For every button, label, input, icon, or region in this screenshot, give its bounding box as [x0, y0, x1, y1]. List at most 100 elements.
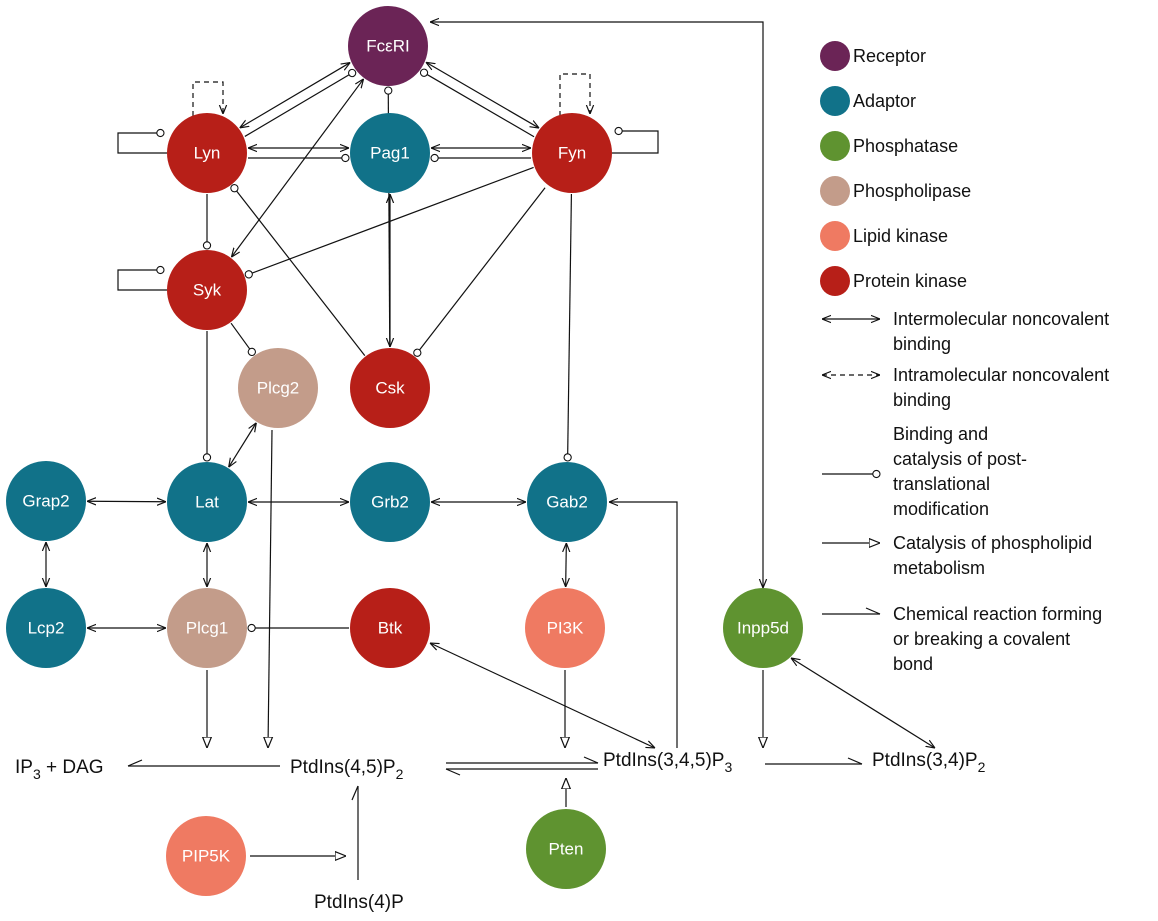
node-circle: [167, 462, 247, 542]
metabolite-ip3dag: IP3 + DAG: [15, 757, 104, 783]
legend-swatch: [820, 131, 850, 161]
legend-item-phosphatase: Phosphatase: [820, 131, 958, 161]
node-circle: [167, 113, 247, 193]
node-circle: [348, 6, 428, 86]
legend-edge-label: or breaking a covalent: [893, 629, 1070, 649]
legend-label: Receptor: [853, 46, 926, 66]
intramolecular-lyn: [192, 81, 223, 116]
node-label: Gab2: [546, 493, 588, 512]
node-circle: [525, 588, 605, 668]
node-circle: [526, 809, 606, 889]
legend-edge-label: modification: [893, 499, 989, 519]
legend-edge-label: Catalysis of phospholipid: [893, 533, 1092, 553]
legend-edge-label: Intermolecular noncovalent: [893, 309, 1109, 329]
metabolite-subscript: 2: [978, 759, 986, 775]
legend-label: Protein kinase: [853, 271, 967, 291]
self-loop-lyn: [117, 128, 167, 154]
self-loop-fyn: [612, 126, 659, 154]
node-circle: [350, 462, 430, 542]
intramolecular-fyn: [559, 73, 590, 116]
edge-btk-pip3: [430, 643, 655, 748]
node-pten: Pten: [526, 809, 606, 889]
node-circle: [532, 113, 612, 193]
edge-inpp5d-fceri: [430, 22, 763, 588]
edge-csk-lyn: [230, 184, 366, 357]
metabolite-pip3: PtdIns(3,4,5)P3: [603, 750, 732, 776]
node-circle: [167, 250, 247, 330]
legend-label: Phospholipase: [853, 181, 971, 201]
node-label: Plcg2: [257, 379, 300, 398]
metabolite-subscript: 3: [33, 766, 41, 782]
legend-edge-label: Chemical reaction forming: [893, 604, 1102, 624]
node-label: Pag1: [370, 144, 410, 163]
reaction-pip3-pip2-head: [445, 768, 461, 776]
node-circle: [166, 816, 246, 896]
legend-label: Adaptor: [853, 91, 916, 111]
node-label: Lcp2: [28, 619, 65, 638]
node-inpp5d: Inpp5d: [723, 588, 803, 668]
reaction-pip2-ip3dag-head: [127, 759, 143, 767]
node-gab2: Gab2: [527, 462, 607, 542]
node-circle: [238, 348, 318, 428]
edge-syk-fceri: [231, 79, 363, 257]
legend-edge-label: binding: [893, 334, 951, 354]
metabolite-text-suffix: + DAG: [41, 757, 104, 778]
legend-swatch: [820, 266, 850, 296]
legend: ReceptorAdaptorPhosphatasePhospholipaseL…: [820, 41, 1109, 674]
legend-edge-double-arrow: Intermolecular noncovalent binding: [822, 309, 1109, 354]
edges-layer: [46, 22, 935, 880]
node-circle: [350, 113, 430, 193]
legend-edge-label: bond: [893, 654, 933, 674]
node-label: FcεRI: [366, 37, 409, 56]
metabolite-subscript: 2: [396, 766, 404, 782]
reaction-pip3-pip2-34-head: [847, 757, 863, 765]
node-label: Pten: [549, 840, 584, 859]
node-syk: Syk: [167, 250, 247, 330]
legend-swatch: [820, 176, 850, 206]
edge-syk-plcg2: [230, 322, 256, 357]
node-lyn: Lyn: [167, 113, 247, 193]
legend-edge-half-arrow: Chemical reaction forming or breaking a c…: [822, 604, 1102, 674]
metabolite-pip2_34: PtdIns(3,4)P2: [872, 750, 986, 776]
metabolite-text: PtdIns(3,4,5)P: [603, 750, 724, 771]
metabolite-text: PtdIns(3,4)P: [872, 750, 978, 771]
edge-fyn-fceri: [419, 68, 535, 138]
edge-fyn-gab2: [563, 193, 573, 462]
node-csk: Csk: [350, 348, 430, 428]
edge-lyn-fceri: [244, 68, 357, 137]
edge-gab2-pi3k: [566, 543, 567, 587]
legend-edge-label: Intramolecular noncovalent: [893, 365, 1109, 385]
node-label: PI3K: [547, 619, 585, 638]
node-label: Grap2: [22, 492, 69, 511]
node-label: Syk: [193, 281, 222, 300]
node-circle: [167, 588, 247, 668]
node-label: Inpp5d: [737, 619, 789, 638]
legend-swatch: [820, 41, 850, 71]
legend-item-protein_kinase: Protein kinase: [820, 266, 967, 296]
edge-lyn-fceri: [240, 63, 350, 128]
legend-item-lipid_kinase: Lipid kinase: [820, 221, 948, 251]
legend-edge-label: translational: [893, 474, 990, 494]
node-fyn: Fyn: [532, 113, 612, 193]
legend-edge-sample-head: [865, 607, 881, 615]
legend-edge-label: binding: [893, 390, 951, 410]
node-lat: Lat: [167, 462, 247, 542]
node-btk: Btk: [350, 588, 430, 668]
metabolite-pip4: PtdIns(4)P: [314, 892, 404, 913]
node-label: Lat: [195, 493, 219, 512]
metabolite-text: PtdIns(4,5)P: [290, 757, 396, 778]
legend-swatch: [820, 86, 850, 116]
self-loop-syk: [117, 265, 167, 291]
metabolite-pip2_45: PtdIns(4,5)P2: [290, 757, 404, 783]
node-circle: [350, 588, 430, 668]
node-circle: [6, 588, 86, 668]
metabolite-text: IP: [15, 757, 33, 778]
reaction-pip4-pip2-head: [351, 785, 359, 801]
node-fceri: FcεRI: [348, 6, 428, 86]
node-grap2: Grap2: [6, 461, 86, 541]
